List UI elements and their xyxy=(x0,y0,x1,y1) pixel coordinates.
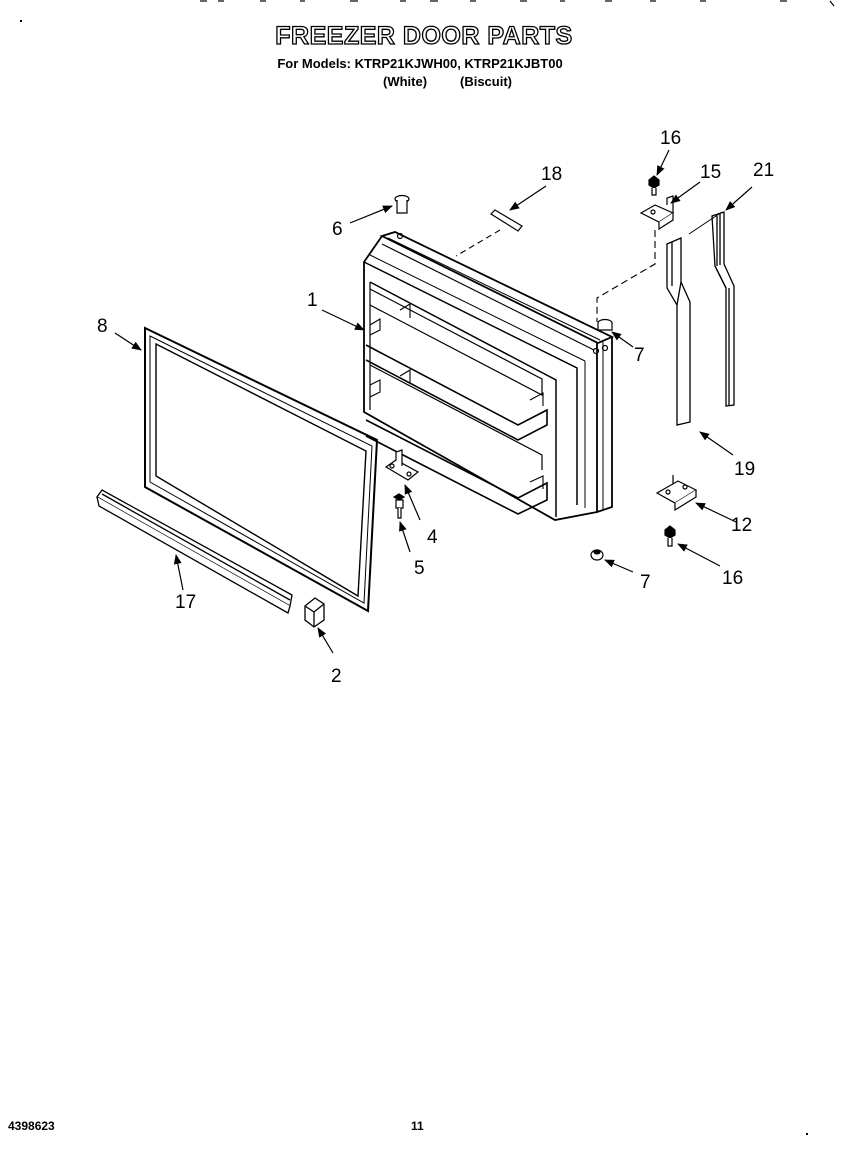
arrow-5 xyxy=(399,521,411,553)
callout-7-top: 7 xyxy=(634,345,645,366)
variant-biscuit: (Biscuit) xyxy=(460,74,512,89)
hinge-alignment-dashed xyxy=(596,230,656,322)
top-hinge-15 xyxy=(639,195,675,231)
arrow-17 xyxy=(173,554,184,591)
label-leader-dashed xyxy=(455,229,501,257)
door-trim-19 xyxy=(666,237,691,426)
arrow-21 xyxy=(725,186,753,211)
callout-labels: 1 2 4 5 6 7 7 8 12 15 16 16 17 18 19 21 xyxy=(97,128,774,687)
arrow-16-top xyxy=(656,149,670,176)
trim-leader xyxy=(688,211,723,235)
hinge-plug-7-top xyxy=(597,318,613,331)
callout-19: 19 xyxy=(734,459,755,480)
screw-5 xyxy=(392,493,406,519)
callout-arrows xyxy=(114,149,753,654)
callout-17: 17 xyxy=(175,592,196,613)
arrow-2 xyxy=(317,627,334,654)
document-number: 4398623 xyxy=(8,1119,55,1133)
door-liner xyxy=(363,231,615,521)
door-trim-21 xyxy=(711,211,735,407)
arrow-8 xyxy=(114,332,142,351)
screw-16-top xyxy=(648,175,660,196)
callout-1: 1 xyxy=(307,290,318,311)
door-gasket xyxy=(144,326,379,613)
arrow-7-bottom xyxy=(604,559,634,573)
door-label xyxy=(490,209,523,232)
page-number: 11 xyxy=(411,1119,424,1133)
variant-white: (White) xyxy=(383,74,428,89)
callout-12: 12 xyxy=(731,515,752,536)
callout-16-top: 16 xyxy=(660,128,681,149)
models-line: For Models: KTRP21KJWH00, KTRP21KJBT00 xyxy=(277,56,563,71)
bottom-hinge-12 xyxy=(655,475,698,512)
hinge-plug-6 xyxy=(394,194,410,214)
arrow-12 xyxy=(695,502,737,523)
arrow-15 xyxy=(670,181,701,204)
arrow-1 xyxy=(321,309,365,331)
callout-6: 6 xyxy=(332,219,343,240)
arrow-7-top xyxy=(611,331,634,348)
arrow-4 xyxy=(404,484,421,521)
callout-15: 15 xyxy=(700,162,721,183)
callout-4: 4 xyxy=(427,527,438,548)
callout-7-bottom: 7 xyxy=(640,572,651,593)
page-title: FREEZER DOOR PARTS xyxy=(275,21,573,50)
callout-2: 2 xyxy=(331,666,342,687)
scan-dot xyxy=(806,1133,808,1135)
door-clip xyxy=(304,597,325,628)
screw-16-bottom xyxy=(664,525,676,547)
arrow-18 xyxy=(509,185,547,211)
arrow-19 xyxy=(699,431,734,456)
trim-strip xyxy=(96,489,293,614)
callout-8: 8 xyxy=(97,316,108,337)
arrow-16-bottom xyxy=(677,543,721,567)
callout-21: 21 xyxy=(753,160,774,181)
callout-18: 18 xyxy=(541,164,562,185)
callout-5: 5 xyxy=(414,558,425,579)
hinge-plug-7-bottom xyxy=(590,549,604,561)
hinge-bracket-4 xyxy=(384,449,420,481)
arrow-6 xyxy=(349,205,393,224)
scan-dot xyxy=(20,20,22,22)
scan-edge-marks xyxy=(200,0,835,7)
callout-16-bottom: 16 xyxy=(722,568,743,589)
